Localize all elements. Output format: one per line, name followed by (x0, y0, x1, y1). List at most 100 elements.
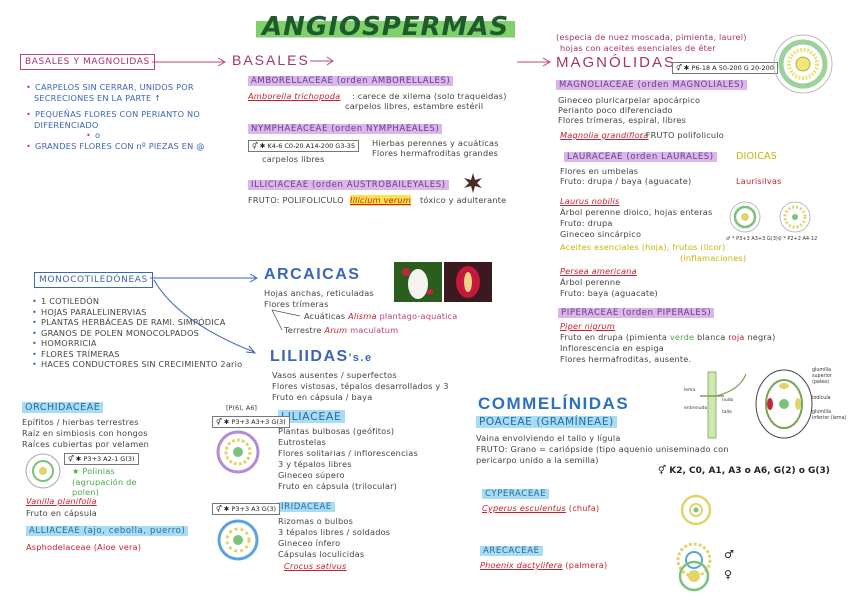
liliidas-header: LILIIDAS's.e (270, 348, 373, 365)
basales-header: BASALES (232, 52, 310, 68)
amborellaceae-label: AMBORELLACEAE (orden AMBORELLALES) (248, 76, 454, 86)
arecaceae-species-line: Phoenix dactylifera (palmera) (480, 560, 608, 570)
liliaceae-formula: ⚥ ✱ P3+3 A3+3 G(3) (212, 416, 290, 428)
spike-label-1: entrenudo (684, 406, 708, 411)
laurus-species: Laurus nobilis (560, 196, 620, 206)
spike-label-2: nudo (722, 398, 734, 403)
grass-flower-diagram (755, 369, 813, 439)
alliaceae-label: ALLIACEAE (ajo, cebolla, puerro) (26, 526, 189, 536)
iridaceae-label: IRIDACEAE (278, 502, 335, 512)
crocus-species: Crocus sativus (284, 561, 347, 571)
amborella-desc2: carpelos libres, estambre estéril (345, 101, 484, 111)
arcaicas-terrestre: Terrestre Arum maculatum (284, 325, 399, 335)
monocot-bullet-3: PLANTAS HERBÁCEAS DE RAMI. SIMPÓDICA (40, 317, 242, 328)
magnolia-fruit: : FRUTO polifoliculo (640, 130, 724, 140)
basales-bullet-3: GRANDES FLORES CON nº PIEZAS EN @ (34, 141, 224, 152)
lauraceae-l6: Aceites esenciales (hoja), frutos (licor… (560, 242, 726, 252)
grass-stem-diagram (700, 371, 747, 439)
magnolia-species: Magnolia grandiflora (560, 130, 649, 140)
liliaceae-l2: Eutrostelas (278, 437, 327, 447)
arecaceae-male-diagram (676, 542, 712, 578)
orchidaceae-fruit: Fruto en cápsula (26, 508, 97, 518)
piperaceae-l3: Flores hermafroditas, ausente. (560, 354, 692, 364)
orchidaceae-l1: Epífitos / hierbas terrestres (22, 417, 139, 427)
lauraceae-l7: (inflamaciones) (680, 253, 747, 263)
arrow-basales (310, 56, 334, 66)
piper-species: Piper nigrum (560, 321, 616, 331)
spike-label-0: lema (684, 388, 696, 393)
amborella-desc1: : carece de xilema (solo traqueidas) (352, 91, 507, 101)
orchidaceae-l2: Raíz en simbiosis con hongos (22, 428, 148, 438)
cyperaceae-label: CYPERACEAE (482, 489, 550, 499)
magnoliaceae-label: MAGNOLIACEAE (orden MAGNOLIALES) (556, 80, 748, 90)
flower-label-2: lodícula (812, 396, 831, 401)
male-symbol-icon: ♂ (724, 548, 734, 561)
magnolidas-note2: hojas con aceites esenciales de éter (560, 43, 716, 53)
iridaceae-formula: ⚥ ✱ P3+3 A3 G(3) (212, 503, 281, 515)
monocot-bullet-5: HOMORRICIA (40, 338, 242, 349)
lauraceae-l1: Flores en umbelas (560, 166, 639, 176)
persea-species: Persea americana (560, 266, 637, 276)
monocot-bullet-7: HACES CONDUCTORES SIN CRECIMIENTO 2ario (40, 359, 242, 370)
poaceae-l3: pericarpo unido a la semilla) (476, 455, 599, 465)
monocot-bullet-2: HOJAS PARALELINERVIAS (40, 307, 242, 318)
monocot-bullets: 1 COTILEDÓN HOJAS PARALELINERVIAS PLANTA… (30, 296, 242, 370)
liliaceae-flower-diagram (216, 430, 260, 474)
arcaicas-header: ARCAICAS (264, 266, 361, 283)
orchidaceae-formula: ⚥ ✱ P3+3 A2-1 G(3) (64, 453, 139, 465)
lauraceae-dioicas: DIOICAS (736, 151, 777, 162)
iridaceae-flower-diagram (217, 519, 259, 561)
arrow-to-basales (152, 57, 227, 67)
persea-l1: Árbol perenne (560, 277, 621, 287)
illiciaceae-label: ILLICIACEAE (orden AUSTROBAILEYALES) (248, 180, 449, 190)
orchidaceae-label: ORCHIDACEAE (22, 402, 104, 413)
lauraceae-label: LAURACEAE (orden LAURALES) (564, 152, 717, 162)
monocot-bullet-6: FLORES TRÍMERAS (40, 349, 242, 360)
basales-bullet-2: PEQUEÑAS FLORES CON PERIANTO NO DIFERENC… (34, 109, 224, 130)
laurus-female-formula: ♀ * P2+2 A4-12 (778, 236, 818, 242)
commelinidas-header: COMMELÍNIDAS (478, 394, 630, 413)
magnoliaceae-l2: Perianto poco diferenciado (558, 105, 673, 115)
orchid-flower-diagram (25, 453, 61, 489)
cyperaceae-species-line: Cyperus esculentus (chufa) (482, 503, 600, 513)
illicium-species: Illicium verum (350, 195, 411, 206)
female-symbol-icon: ♀ (724, 568, 733, 581)
iridaceae-l3: Gineceo ínfero (278, 538, 341, 548)
liliaceae-l1: Plantas bulbosas (geófitos) (278, 426, 395, 436)
magnoliaceae-l3: Flores trímeras, espiral, libres (558, 115, 687, 125)
monocot-box: MONOCOTILEDÓNEAS (34, 272, 153, 288)
amborella-species: Amborella trichopoda (248, 91, 341, 101)
poaceae-l2: FRUTO: Grano = cariópside (tipo aquenio … (476, 444, 729, 454)
lauraceae-l2: Fruto: drupa / baya (aguacate) (560, 176, 692, 186)
iridaceae-l2: 3 tépalos libres / soldados (278, 527, 391, 537)
liliaceae-label: LILIACEAE (278, 410, 345, 423)
laurus-male-formula: ♂ * P3+3 A3+3 G(3) (726, 236, 778, 242)
arrow-to-magnolidas (517, 57, 552, 67)
basales-bullets: CARPELOS SIN CERRAR, UNIDOS POR SECRECIO… (24, 82, 224, 151)
liliaceae-l4: 3 y tépalos libres (278, 459, 352, 469)
asphodelaceae-label: Asphodelaceae (Aloe vera) (26, 542, 142, 552)
basales-or: o (34, 130, 224, 141)
arecaceae-label: ARECACEAE (480, 546, 543, 556)
magnolidas-note1: (especia de nuez moscada, pimienta, laur… (556, 32, 747, 42)
laurus-female-diagram (779, 201, 811, 233)
liliaceae-l5: Gineceo súpero (278, 470, 345, 480)
lauraceae-l5: Gineceo sincárpico (560, 229, 642, 239)
page-title: ANGIOSPERMAS (256, 12, 516, 42)
piperaceae-l1: Fruto en drupa (pimienta verde blanca ro… (560, 332, 776, 342)
nymphaeaceae-note: carpelos libres (262, 154, 325, 164)
nymphaeaceae-formula: ⚥ ✱ K4-6 C0-20 A14-200 G3-35 (248, 140, 360, 152)
basales-magnolidas-box: BASALES Y MAGNOLIDAS (20, 54, 155, 70)
laurisilvas: Laurisilvas (736, 176, 782, 186)
vanilla-species: Vanilla planifolia (26, 496, 97, 506)
spike-label-3: tallo (722, 410, 732, 415)
illiciaceae-desc: tóxico y adulterante (420, 195, 507, 205)
flower-label-0: glumilla superior (palea) (812, 368, 832, 385)
liliidas-l2: Flores vistosas, tépalos desarrollados y… (272, 381, 449, 391)
orchidaceae-polinias: ★ Polinias (agrupación de polen) (72, 466, 137, 497)
nymphaeaceae-desc2: Flores hermafroditas grandes (372, 148, 499, 158)
poaceae-formula: ⚥ K2, C0, A1, A3 o A6, G(2) o G(3) (658, 466, 830, 476)
magnolidas-formula: ⚥ ✱ P6-18 A 50-200 G 20-200 (672, 62, 778, 74)
laurus-male-diagram (729, 201, 761, 233)
orchidaceae-l3: Raíces cubiertas por velamen (22, 439, 150, 449)
